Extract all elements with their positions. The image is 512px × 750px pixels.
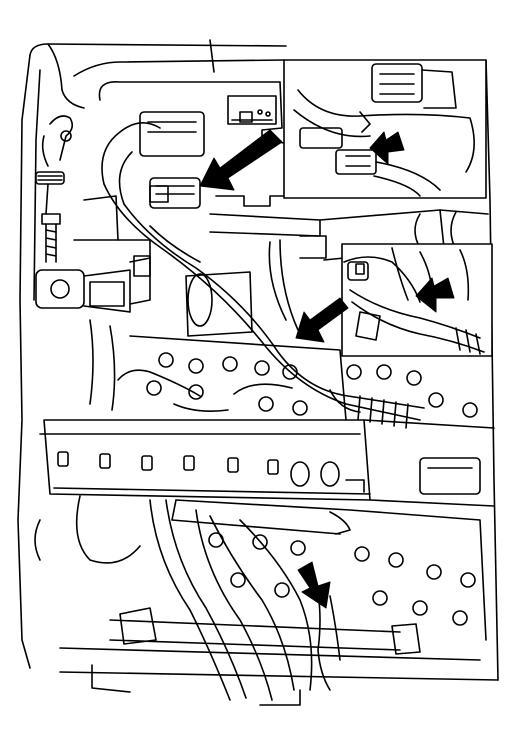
arrow-pointer [199,129,283,191]
arrow-pointer [369,131,405,165]
left-bracket [35,115,74,263]
arrow-pointer [297,561,331,609]
arrow-pointer [415,277,455,313]
lower-wire-harness [34,495,421,701]
callout-arrows [199,129,455,609]
wire-harness [101,122,425,429]
rail-slot [141,455,153,471]
seat-pan-upper [89,319,478,421]
rail-slot [99,453,111,469]
inset-panel-connector [283,59,487,199]
rail-slot [57,451,69,467]
rail-slot [183,455,195,471]
rail-slot [227,457,239,473]
rail-slot [267,459,279,475]
inset-panel-harness-clip [341,243,493,357]
arrow-pointer [295,297,349,343]
cross-rail [39,419,495,507]
seat-pan-lower [171,499,487,641]
connector-details [149,109,365,275]
